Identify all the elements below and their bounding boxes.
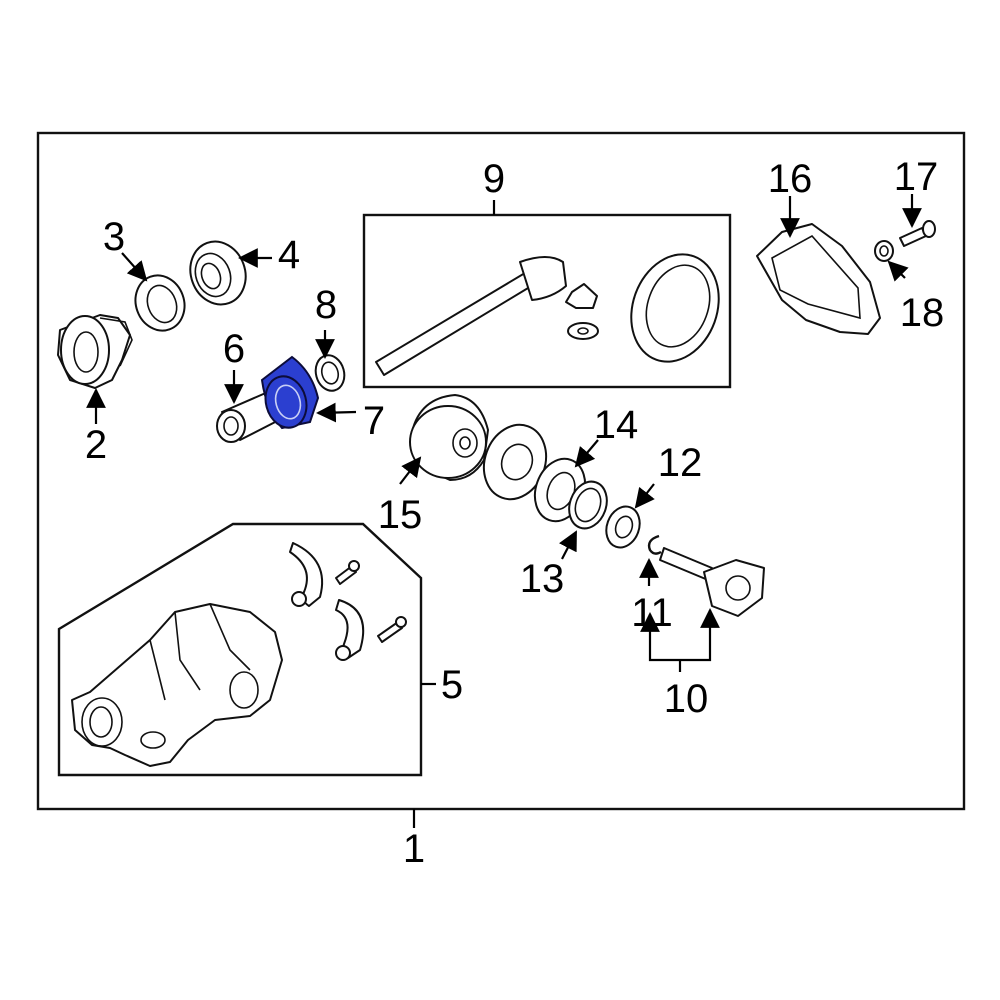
callout-10: 10 (664, 677, 709, 721)
part-17-bolt[interactable] (899, 220, 936, 247)
leader-3 (121, 252, 148, 282)
callout-18: 18 (900, 291, 945, 335)
callout-5: 5 (441, 663, 463, 707)
part-15-differential-case[interactable] (409, 394, 489, 481)
part-16-rear-cover[interactable] (756, 223, 881, 335)
callout-1: 1 (403, 827, 425, 871)
callout-13: 13 (520, 557, 565, 601)
part-18-washer[interactable] (874, 240, 894, 262)
callout-15: 15 (378, 493, 423, 537)
callout-11: 11 (631, 591, 673, 635)
callout-9: 9 (483, 157, 505, 201)
assembly-frame (36, 131, 966, 811)
ring-pinion-kit-box (362, 213, 732, 389)
callout-17: 17 (894, 155, 939, 199)
part-3-oil-seal[interactable] (128, 268, 192, 337)
leader-15 (399, 456, 422, 485)
callout-14: 14 (594, 403, 639, 447)
callout-3: 3 (103, 215, 125, 259)
leader-18 (887, 260, 909, 282)
callout-16: 16 (768, 157, 813, 201)
part-12-bearing[interactable] (601, 502, 645, 552)
part-10-side-flange[interactable] (659, 547, 765, 617)
part-9-ring-pinion[interactable] (375, 242, 733, 376)
part-11-snap-ring[interactable] (647, 534, 662, 555)
callout-2: 2 (85, 423, 107, 467)
leader-13 (559, 530, 577, 560)
leader-12 (634, 483, 655, 509)
callout-6: 6 (223, 327, 245, 371)
part-8-shim[interactable] (312, 352, 348, 394)
callout-4: 4 (278, 233, 300, 277)
part-5-carrier-housing[interactable] (71, 603, 283, 767)
callout-12: 12 (658, 441, 703, 485)
leader-7 (316, 402, 357, 423)
part-5-bolts[interactable] (335, 560, 407, 643)
part-4-bearing[interactable] (182, 234, 255, 313)
part-7-pinion-bearing[interactable] (260, 355, 320, 432)
part-5-bearing-caps[interactable] (289, 542, 365, 661)
callout-8: 8 (315, 283, 337, 327)
carrier-housing-box (57, 522, 423, 777)
part-13-shim[interactable] (563, 476, 613, 533)
leader-14 (574, 439, 599, 468)
callout-7: 7 (363, 399, 385, 443)
part-2-companion-flange[interactable] (57, 314, 133, 389)
